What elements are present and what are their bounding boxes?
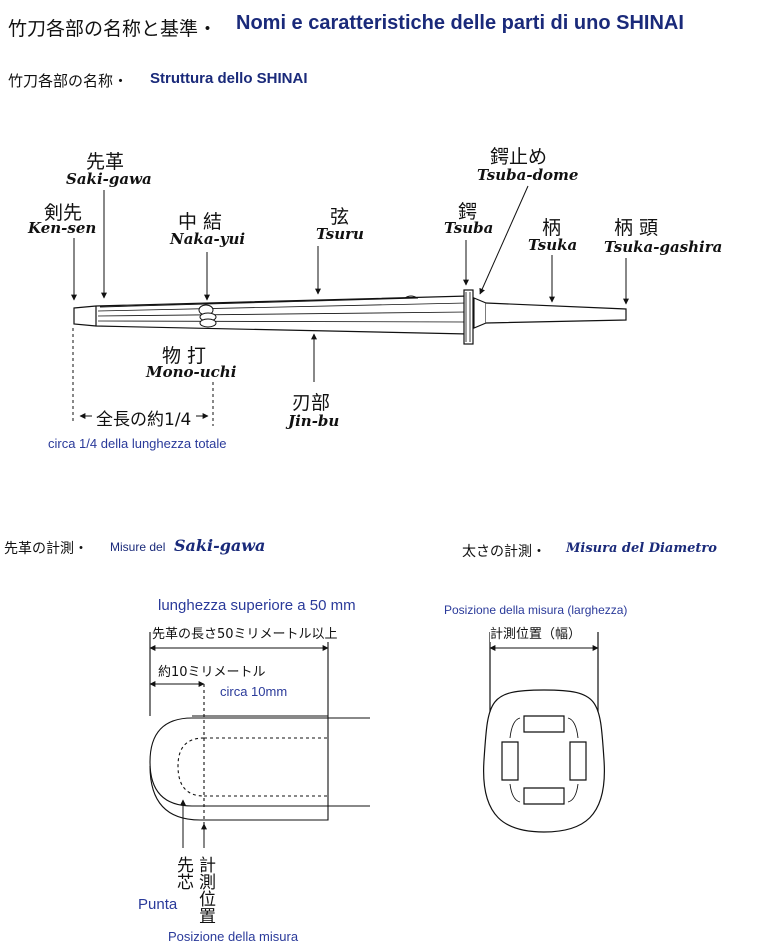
mono-uchi-jp: 物 打 xyxy=(162,345,207,367)
saki-gawa-jp: 先革 xyxy=(86,151,125,173)
tip-jp: 先芯 xyxy=(173,856,193,890)
tsuba-dome-jp: 鍔止め xyxy=(490,146,548,168)
length-jp: 先革の長さ50ミリメートル以上 xyxy=(152,623,338,642)
tsuru-jp: 弦 xyxy=(330,206,350,228)
position-jp: 計測位置（幅） xyxy=(490,623,582,642)
position-it: Posizione della misura (larghezza) xyxy=(444,603,628,617)
tsuba-dome xyxy=(473,297,487,329)
tsuru-rom: Tsuru xyxy=(316,225,364,243)
tsuka-handle xyxy=(485,302,627,324)
quarter-length-jp: 全長の約1/4 xyxy=(96,410,192,430)
jin-bu-rom: Jin-bu xyxy=(288,412,340,430)
subtitle1-it: Struttura dello SHINAI xyxy=(150,70,308,87)
approx-it: circa 10mm xyxy=(220,684,288,699)
subtitle2-it-small: Misure del xyxy=(110,540,166,554)
diameter-drawing xyxy=(483,632,605,833)
tsuka-rom: Tsuka xyxy=(528,236,578,254)
title-jp: 竹刀各部の名称と基準・ xyxy=(8,18,218,40)
title-it: Nomi e caratteristiche delle parti di un… xyxy=(236,12,684,34)
tsuka-jp: 柄 xyxy=(542,217,562,239)
measure-jp: 計測位置 xyxy=(195,856,215,924)
tsuka-gashira-jp: 柄 頭 xyxy=(614,217,659,239)
naka-yui-jp: 中 結 xyxy=(178,211,223,233)
tsuba-rom: Tsuba xyxy=(444,219,494,237)
subtitle3-it: Misura del Diametro xyxy=(566,541,717,556)
tsuka-gashira-rom: Tsuka-gashira xyxy=(604,238,723,256)
length-it: lunghezza superiore a 50 mm xyxy=(158,597,356,614)
naka-yui-rom: Naka-yui xyxy=(170,230,246,248)
tsuba-dome-rom: Tsuba-dome xyxy=(477,166,579,184)
approx-jp: 約10ミリメートル xyxy=(158,665,266,680)
subtitle1-jp: 竹刀各部の名称・ xyxy=(8,72,129,90)
jin-bu-jp: 刃部 xyxy=(292,392,331,414)
naka-yui-binding xyxy=(198,304,217,328)
ken-sen-rom: Ken-sen xyxy=(28,219,97,237)
tsuba-guard xyxy=(463,289,474,345)
subtitle2-it-name: Saki-gawa xyxy=(174,536,266,555)
subtitle2-jp: 先革の計測・ xyxy=(4,541,88,557)
shinai-blade xyxy=(73,295,469,335)
saki-gawa-rom: Saki-gawa xyxy=(66,170,152,188)
quarter-length-it: circa 1/4 della lunghezza totale xyxy=(48,436,227,451)
mono-uchi-rom: Mono-uchi xyxy=(146,363,237,381)
measure-it: Posizione della misura xyxy=(168,929,299,944)
tip-it: Punta xyxy=(138,896,178,913)
tsuba-jp: 鍔 xyxy=(458,201,478,223)
subtitle3-jp: 太さの計測・ xyxy=(462,544,546,560)
ken-sen-jp: 剣先 xyxy=(44,202,83,224)
